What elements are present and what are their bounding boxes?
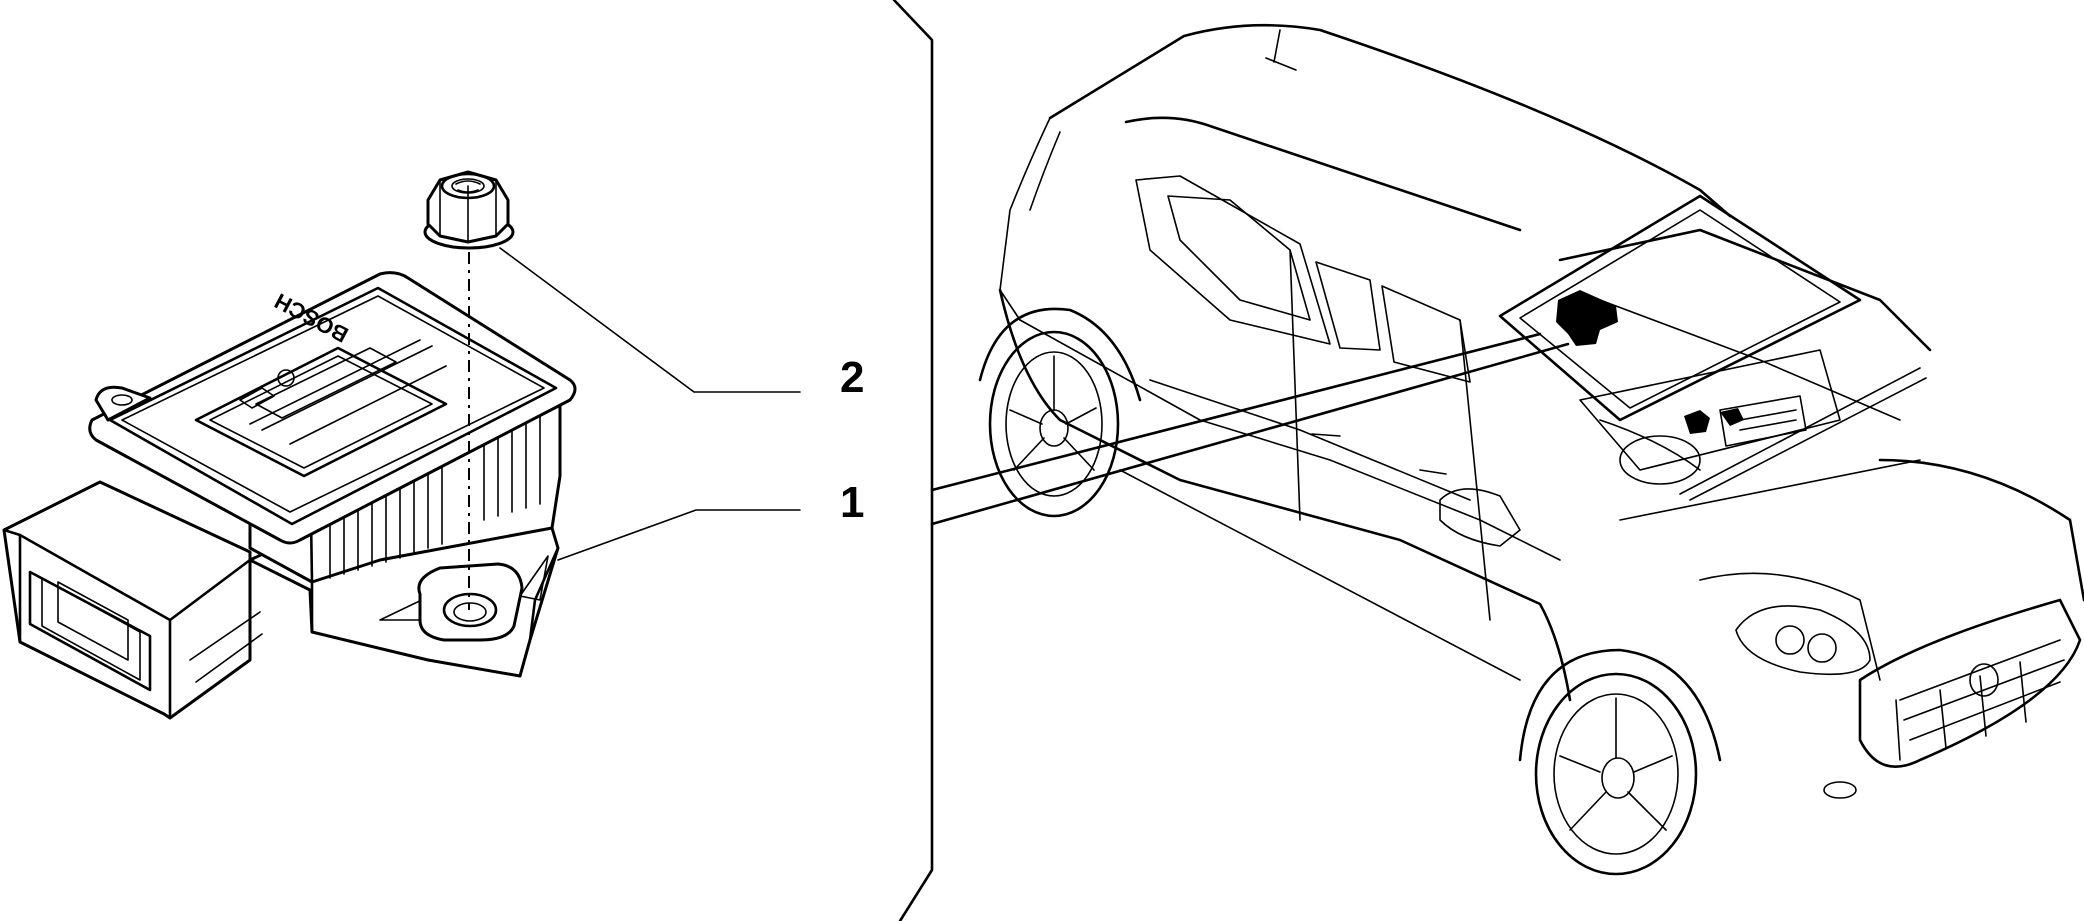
car-outline — [978, 23, 2084, 876]
highlighted-sensor-location — [1556, 290, 1618, 346]
car-leader-upper — [930, 332, 1542, 492]
callout-number-1: 1 — [840, 478, 864, 527]
car-leader-lower — [930, 342, 1570, 526]
flange-nut — [423, 170, 515, 250]
sensor-assembly: BOSCH — [2, 170, 801, 720]
callout-number-2: 2 — [840, 353, 864, 402]
leader-line-1 — [557, 509, 801, 561]
grouping-bracket — [892, 0, 934, 921]
leader-line-2 — [499, 247, 801, 393]
sensor-lid: BOSCH — [88, 271, 577, 545]
rear-wheel — [988, 330, 1120, 518]
sensor-connector — [2, 480, 263, 720]
front-wheel — [1534, 672, 1698, 876]
